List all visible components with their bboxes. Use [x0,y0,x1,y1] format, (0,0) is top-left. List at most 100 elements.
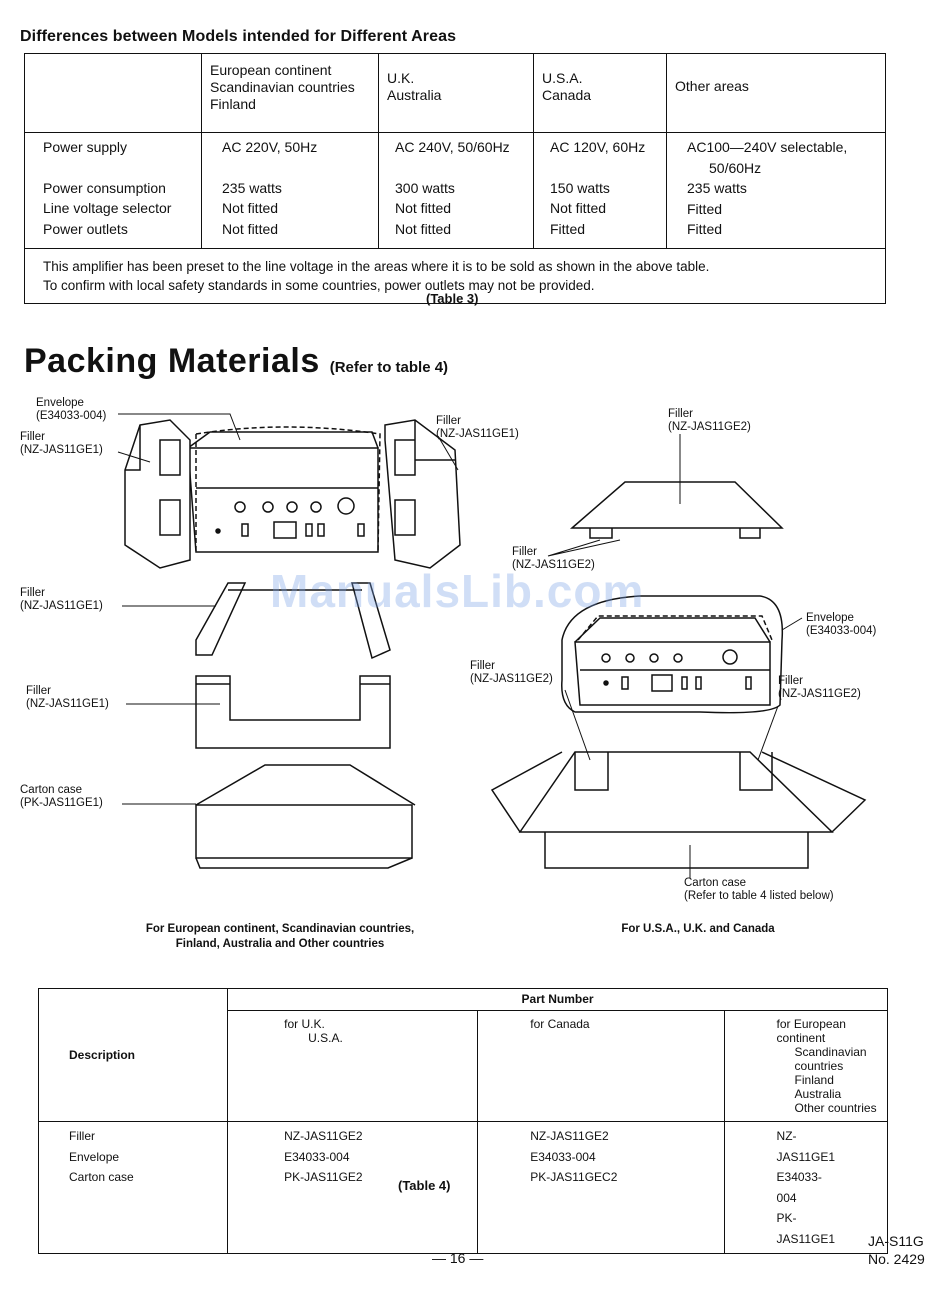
table4-col-uk-usa: for U.K. U.S.A. [227,1010,479,1122]
cell-value: 235 watts [687,180,747,196]
label-line: (NZ-JAS11GE2) [512,559,595,571]
col-header-line: Other countries [794,1101,877,1115]
carton-left [195,764,416,869]
col-header-line: for U.K. [284,1017,325,1031]
note-line: To confirm with local safety standards i… [43,277,595,293]
table4-caption: (Table 4) [398,1178,451,1193]
label-line: (E34033-004) [36,410,107,422]
envelope-left [195,426,381,553]
cell-value: Not fitted [550,200,607,216]
label-filler-top-left: Filler (NZ-JAS11GE1) [20,431,103,457]
label-line: Carton case [20,784,83,796]
part-cell: E34033-004 [284,1149,350,1164]
col-header-line: for Canada [530,1017,590,1031]
col-header-line: U.S.A. [308,1031,343,1045]
label-line: (PK-JAS11GE1) [20,797,103,809]
desc-cell: Envelope [69,1149,120,1164]
label-carton-left: Carton case (PK-JAS11GE1) [20,784,103,810]
label-filler-right-r: Filler (NZ-JAS11GE2) [778,675,861,701]
label-envelope-left: Envelope (E34033-004) [36,397,106,423]
cell-value: 50/60Hz [709,159,762,176]
label-line: (NZ-JAS11GE1) [20,444,103,456]
header-line: Canada [542,87,592,103]
table3-header-uk: U.K. Australia [378,53,534,133]
desc-cell: Filler [69,1129,95,1143]
part-cell: NZ-JAS11GE1 [776,1129,836,1164]
header-line: European continent [210,62,332,78]
label-line: (NZ-JAS11GE2) [668,421,751,433]
doc-number: No. 2429 [868,1251,925,1267]
cell-value: Not fitted [222,220,279,237]
part-cell: PK-JAS11GE1 [776,1211,836,1246]
label-line: (NZ-JAS11GE1) [26,698,109,710]
table4-values-europe: NZ-JAS11GE1 E34033-004 PK-JAS11GE1 [723,1121,889,1254]
row-label: Power consumption [43,179,166,196]
label-filler-under-r: Filler (NZ-JAS11GE2) [512,546,595,572]
caption-right: For U.S.A., U.K. and Canada [621,923,775,935]
part-cell: E34033-004 [530,1149,596,1164]
cell-value: Fitted [687,200,723,217]
row-label: Line voltage selector [43,200,172,216]
cell-value: Fitted [687,221,723,237]
table3-row-labels: Power supply Power consumption Line volt… [24,132,202,249]
model-code: JA-S11G [868,1233,924,1249]
cell-value: AC 240V, 50/60Hz [395,139,510,155]
table3-header-usa: U.S.A. Canada [533,53,667,133]
label-line: Filler [26,685,51,697]
note-line: This amplifier has been preset to the li… [43,258,710,274]
header-line: Australia [387,87,442,103]
caption-line: For European continent, Scandinavian cou… [145,923,415,935]
header-line: Finland [210,96,256,112]
table-4: Description Part Number for U.K. U.S.A. … [37,988,889,1254]
page-number: — 16 — [432,1250,484,1266]
end-filler-right [384,419,461,569]
part-cell: NZ-JAS11GE2 [284,1129,363,1143]
row-label: Power outlets [43,220,128,237]
label-line: (Refer to table 4 listed below) [684,890,834,902]
cell-value: 235 watts [222,179,282,196]
label-filler-low: Filler (NZ-JAS11GE1) [26,685,109,711]
desc-cell: Carton case [69,1170,134,1184]
cell-value: Fitted [550,220,586,237]
label-line: (NZ-JAS11GE2) [470,673,553,685]
table4-col-canada: for Canada [477,1010,725,1122]
filler-plate-right [569,481,784,539]
label-filler-mid: Filler (NZ-JAS11GE1) [20,587,103,613]
label-line: Filler [778,675,803,687]
label-line: Carton case [684,877,747,889]
table3-col-europe: AC 220V, 50Hz 235 watts Not fitted Not f… [201,132,379,249]
label-line: Envelope [36,397,84,409]
cell-value: Not fitted [395,220,452,237]
label-line: Filler [20,587,45,599]
title-text: Packing Materials [24,342,320,380]
table3-note: This amplifier has been preset to the li… [24,247,886,304]
end-filler-left [124,419,191,569]
filler-rails-left [195,582,391,660]
table3-header-europe: European continent Scandinavian countrie… [201,53,379,133]
table3-caption: (Table 3) [426,291,479,306]
table3-heading: Differences between Models intended for … [20,28,457,45]
table4-descriptions: Filler Envelope Carton case [37,1121,229,1254]
table3-header-other: Other areas [666,53,886,133]
amplifier-left [187,431,379,553]
label-line: Filler [436,415,461,427]
col-header-line: Finland [794,1073,834,1087]
label-line: Envelope [806,612,854,624]
table4-col-europe: for European continent Scandinavian coun… [723,1010,889,1122]
carton-right [490,751,867,869]
caption-left: For European continent, Scandinavian cou… [120,922,440,952]
watermark: ManualsLib.com [270,565,645,617]
label-line: Filler [20,431,45,443]
cell-value: Not fitted [222,200,279,216]
table4-values-uk-usa: NZ-JAS11GE2 E34033-004 PK-JAS11GE2 [227,1121,479,1254]
cell-value: 150 watts [550,179,610,196]
table4-desc-header: Description [37,988,229,1122]
label-line: (NZ-JAS11GE1) [436,428,519,440]
cell-value: AC100—240V selectable, [687,139,848,155]
caption-line: Finland, Australia and Other countries [175,938,385,950]
part-cell: NZ-JAS11GE2 [530,1129,609,1143]
col-header-line: for European continent [776,1017,846,1045]
leader-lines [117,413,803,878]
envelope-right [561,595,784,714]
